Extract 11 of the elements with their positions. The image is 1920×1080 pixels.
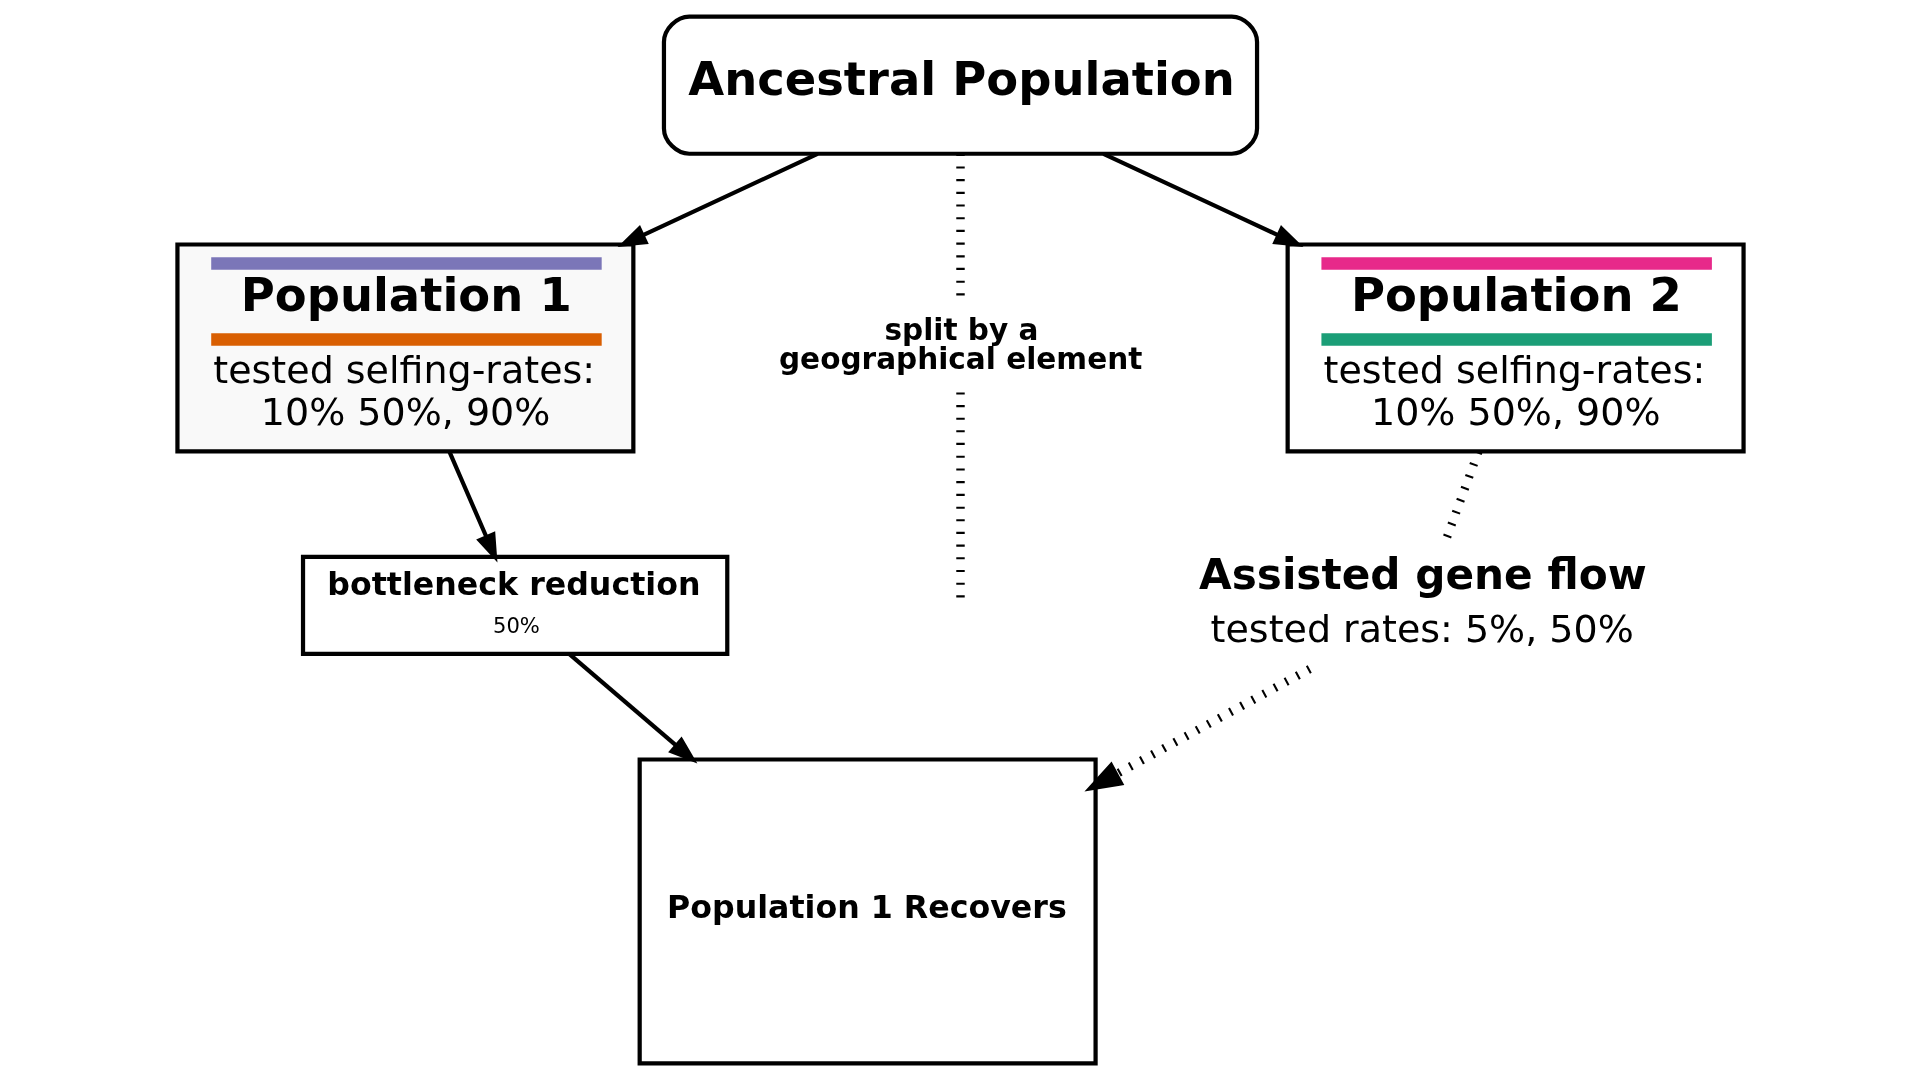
node-box: bottleneck reduction 50% bbox=[300, 554, 729, 657]
arrow bbox=[1102, 151, 1303, 247]
arrow bbox=[617, 151, 818, 247]
node-box: Population 2 tested selfing-rates: 10% 50%, 90% bbox=[1285, 242, 1746, 454]
node-text: split by a geographical element bbox=[778, 312, 1142, 377]
node-text: Assisted gene flow tested rates: 5%, 50% bbox=[1198, 549, 1647, 652]
arrow bbox=[1083, 665, 1312, 792]
node-box: Ancestral Population bbox=[661, 14, 1259, 156]
node-box: Population 1 tested selfing-rates: 10% 50%, 90% bbox=[174, 242, 635, 454]
arrow bbox=[446, 450, 497, 563]
node-box: Population 1 Recovers bbox=[637, 757, 1098, 1066]
